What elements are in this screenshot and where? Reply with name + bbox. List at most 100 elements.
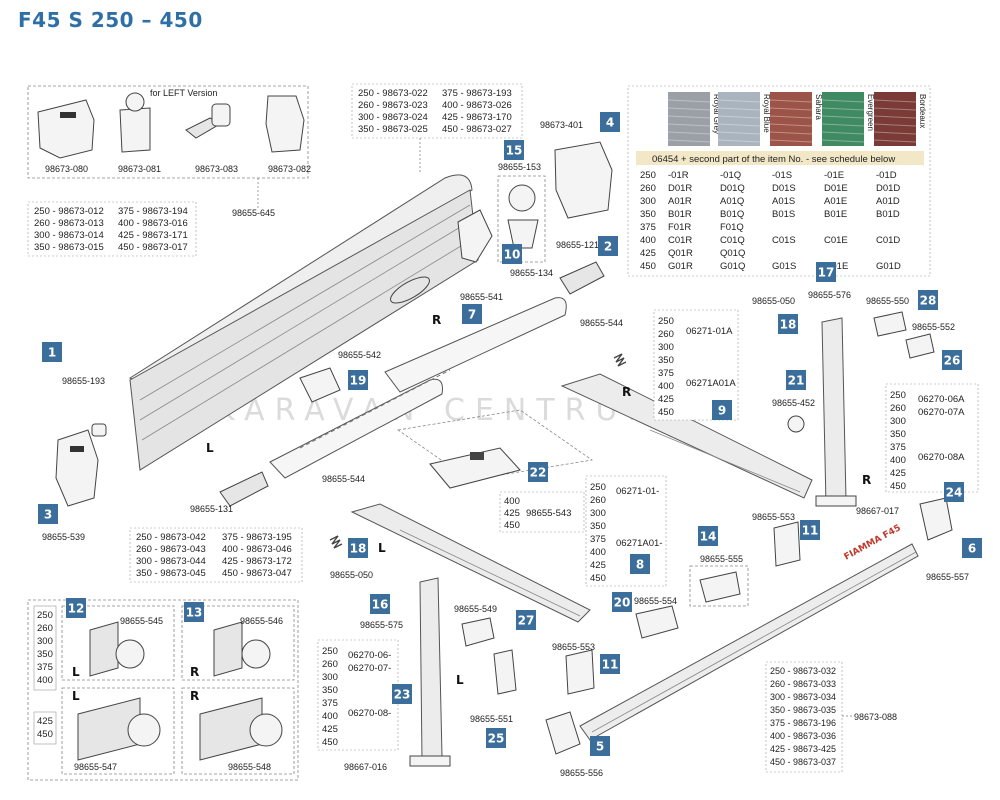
swatch-name: Evergreen	[866, 94, 875, 131]
fabric-cell: D01D	[876, 183, 900, 194]
tl23-code: 06270-08-	[348, 708, 391, 719]
part-98655-575: 98655-575	[360, 620, 403, 630]
side-letter-l-2: L	[378, 541, 386, 555]
part-98673-401: 98673-401	[540, 120, 583, 130]
tl24-size: 450	[890, 481, 906, 492]
part-98655-050-lower: 98655-050	[330, 570, 373, 580]
spindle-121	[559, 261, 605, 295]
table-leg-23-rows: 25026030035037540042545006270-06-06270-0…	[322, 646, 391, 748]
part-98655-153: 98655-153	[498, 162, 541, 172]
tl23-size: 400	[322, 711, 338, 722]
kit-548-motor	[249, 713, 283, 747]
tl23-size: 375	[322, 698, 338, 709]
fabric-table-header: 06454 + second part of the item No. - se…	[652, 154, 895, 165]
item-badge-11: 11	[600, 654, 620, 674]
fabric-cell: C01R	[668, 235, 692, 246]
item-badge-number: 18	[780, 318, 797, 332]
fabric-cell: B01Q	[720, 209, 744, 220]
kit-546-plate	[213, 621, 243, 677]
fabric-cell: 400	[640, 235, 656, 246]
fabric-cell: Q01Q	[720, 248, 745, 259]
side-letter-l-5: L	[72, 689, 80, 703]
cassette-profile	[129, 189, 479, 471]
tl-cell: 375 - 98673-194	[118, 206, 188, 217]
item-badge-14: 14	[698, 526, 718, 546]
ta9-size: 300	[658, 342, 674, 353]
kit-size: 350	[37, 649, 53, 660]
part-98655-544-upper: 98655-544	[580, 318, 623, 328]
tb-cell: 400 - 98673-046	[222, 544, 292, 555]
fabric-cell: A01D	[876, 196, 900, 207]
bushing-193	[91, 423, 107, 437]
leg-24-foot	[815, 495, 857, 507]
tl24-size: 300	[890, 416, 906, 427]
item-badge-number: 4	[606, 116, 614, 130]
table-top	[351, 83, 523, 139]
item-badge-20: 20	[612, 592, 632, 612]
leg-23	[419, 577, 443, 761]
tb-cell: 250 - 98673-042	[136, 532, 206, 543]
table-22-size: 425	[504, 508, 520, 519]
table-arm-8-rows: 25026030035037540042545006271-01-06271A0…	[590, 482, 662, 584]
part-98655-556: 98655-556	[560, 768, 603, 778]
ta9-size: 260	[658, 329, 674, 340]
kit-545-plate	[89, 621, 119, 677]
roller-tube-upper	[384, 297, 567, 393]
tl-cell: 300 - 98673-014	[34, 230, 104, 241]
kit-size: 375	[37, 662, 53, 673]
part-98673-082: 98673-082	[268, 164, 311, 174]
swatch-name: Bordeaux	[918, 94, 927, 128]
part-98655-452: 98655-452	[772, 398, 815, 408]
ta8-size: 425	[590, 560, 606, 571]
part-98655-134: 98655-134	[510, 268, 553, 278]
side-letter-r-3: R	[862, 473, 871, 487]
end-piece-557	[919, 497, 953, 541]
item-badge-number: 9	[718, 404, 726, 418]
item-badge-10: 10	[502, 244, 522, 264]
tl-cell: 350 - 98673-015	[34, 242, 104, 253]
item-badge-number: 10	[504, 248, 521, 262]
item-badge-number: 8	[636, 558, 644, 572]
tl-cell: 250 - 98673-012	[34, 206, 104, 217]
tl23-code: 06270-07-	[348, 663, 391, 674]
end-cap-401	[554, 141, 613, 219]
ta9-size: 400	[658, 381, 674, 392]
item-badge-8: 8	[630, 554, 650, 574]
winder-153	[508, 184, 536, 212]
item-badge-number: 26	[944, 354, 961, 368]
kit-size: 260	[37, 623, 53, 634]
item-badge-15: 15	[504, 140, 524, 160]
tl23-size: 260	[322, 659, 338, 670]
tt-cell: 260 - 98673-023	[358, 100, 428, 111]
fabric-cell: C01Q	[720, 235, 745, 246]
spindle-083-head	[211, 103, 231, 127]
tb-cell: 260 - 98673-043	[136, 544, 206, 555]
swatch-royal-blue	[718, 92, 760, 146]
item-badge-25: 25	[486, 728, 506, 748]
item-badge-number: 20	[614, 596, 631, 610]
fabric-cell: B01D	[876, 209, 900, 220]
part-98655-551: 98655-551	[470, 714, 513, 724]
table-arm-8	[585, 475, 667, 587]
item-badge-number: 5	[596, 740, 604, 754]
item-badge-21: 21	[786, 370, 806, 390]
swatch-name: Royal Grey	[712, 94, 721, 134]
profile-size-row: 260 - 98673-033	[770, 679, 836, 689]
fabric-cell: -01Q	[720, 170, 741, 181]
side-letter-r-5: R	[190, 689, 199, 703]
profile-size-row: 300 - 98673-034	[770, 692, 836, 702]
leg-23-foot	[409, 755, 451, 767]
item-badge-number: 24	[946, 486, 963, 500]
kit-size: 400	[37, 675, 53, 686]
tl24-size: 425	[890, 468, 906, 479]
ta9-size: 375	[658, 368, 674, 379]
tt-cell: 450 - 98673-027	[442, 124, 512, 135]
tb-cell: 450 - 98673-047	[222, 568, 292, 579]
page-title: F45 S 250 – 450	[18, 8, 203, 32]
tt-cell: 350 - 98673-025	[358, 124, 428, 135]
tb-cell: 300 - 98673-044	[136, 556, 206, 567]
table-leg-24	[885, 383, 979, 493]
swatch-evergreen	[822, 92, 864, 146]
